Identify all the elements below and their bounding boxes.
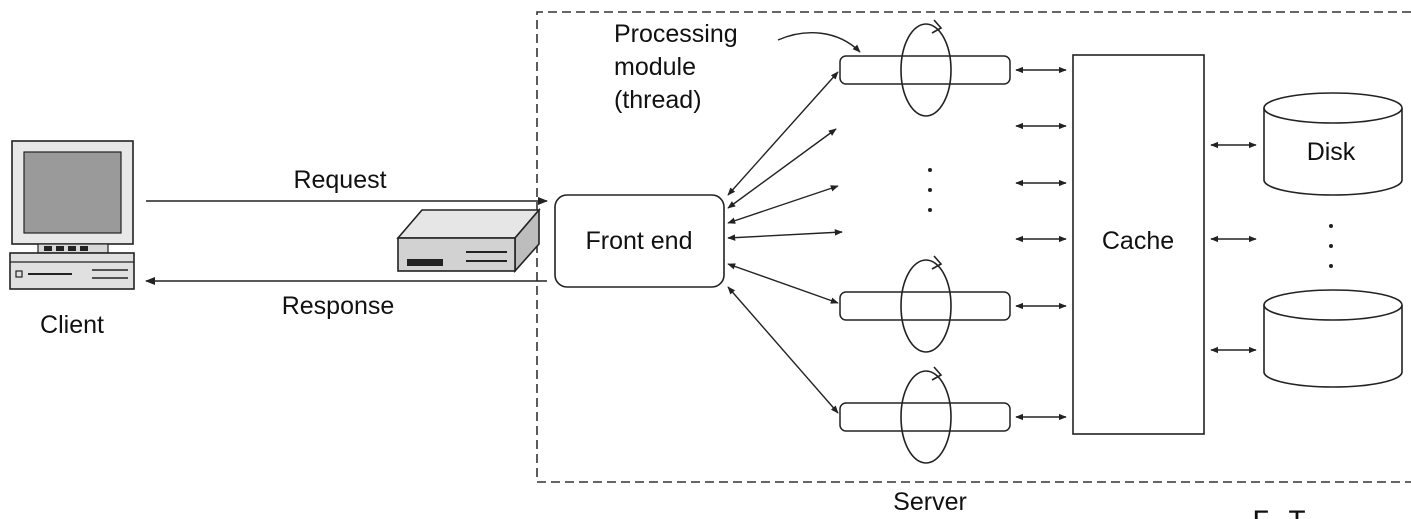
cache-label: Cache [1102, 227, 1174, 255]
processing-module-line-1: Processing [614, 20, 738, 48]
cache-disk-arrows [1210, 141, 1257, 354]
front-end-thread-arrows [727, 71, 843, 414]
server-label: Server [893, 488, 967, 516]
thread-cache-arrows [1015, 66, 1067, 421]
disk-2-icon [1263, 289, 1403, 388]
processing-module-line-2: module [614, 53, 696, 81]
processing-module-label: Processing module (thread) [614, 20, 745, 114]
cache-box [1072, 54, 1205, 435]
disk-1-icon [1263, 92, 1403, 196]
request-label: Request [293, 166, 386, 194]
disk-label: Disk [1307, 138, 1356, 166]
front-end-box [554, 194, 725, 288]
thread-ellipsis [928, 168, 932, 212]
thread-3 [839, 366, 1011, 464]
client-label: Client [40, 311, 104, 339]
thread-2 [839, 255, 1011, 353]
network-device-icon [396, 207, 541, 274]
response-label: Response [282, 292, 395, 320]
cropped-corner-text: F T [1252, 506, 1306, 519]
thread-1 [839, 19, 1011, 117]
front-end-label: Front end [585, 227, 692, 255]
client-computer-icon [9, 140, 135, 290]
processing-module-pointer [777, 32, 861, 53]
processing-module-line-3: (thread) [614, 86, 702, 114]
disk-ellipsis [1329, 224, 1333, 268]
